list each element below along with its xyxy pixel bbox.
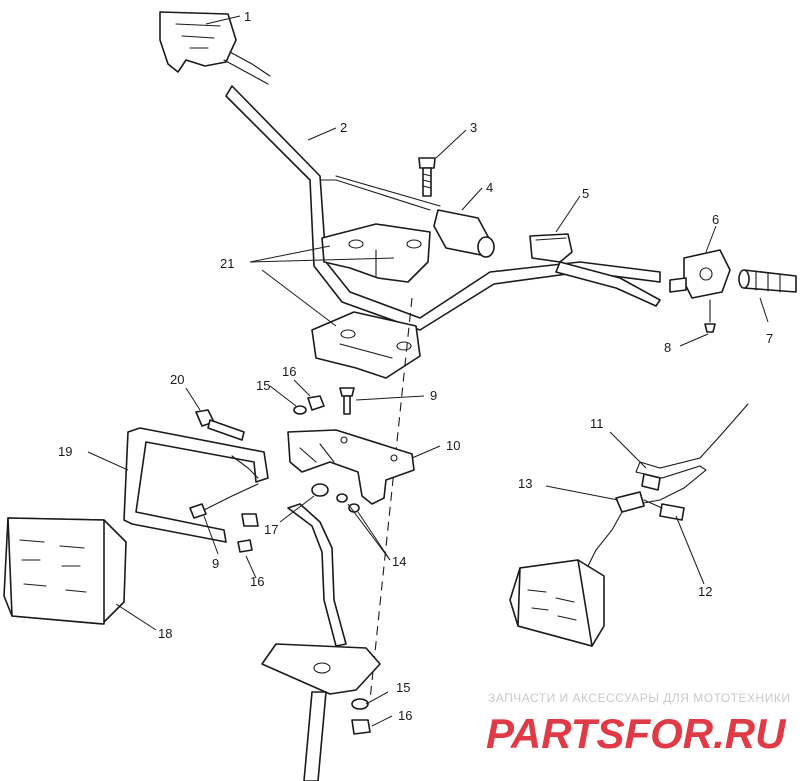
callout-15-upper: 15	[256, 378, 270, 393]
steering-post-part	[303, 691, 327, 781]
bolt-part-9-lower	[189, 483, 259, 519]
switch-housing-part	[669, 249, 731, 299]
nut-part-16-bottom	[351, 719, 371, 735]
watermark-logo: PARTSFOR.RU	[486, 710, 787, 757]
callout-16-bottom: 16	[398, 708, 412, 723]
bolt-part-9-upper	[339, 387, 355, 415]
callout-2: 2	[340, 120, 347, 135]
mounting-bracket-part	[287, 429, 415, 505]
washer-part-14	[336, 493, 360, 513]
headlight-right	[509, 559, 605, 647]
headlight-guard-part	[123, 427, 269, 543]
nut-part-16-lower	[237, 539, 253, 553]
callout-17: 17	[264, 522, 278, 537]
watermark: ЗАПЧАСТИ И АКСЕССУАРЫ ДЛЯ МОТОТЕХНИКИ PA…	[486, 691, 790, 757]
callout-11: 11	[590, 416, 604, 431]
callout-9-lower: 9	[212, 556, 219, 571]
callout-16-lower: 16	[250, 574, 264, 589]
bolt-part-3	[418, 157, 436, 197]
callout-8: 8	[664, 340, 671, 355]
callout-7: 7	[766, 331, 773, 346]
handlebar-pad-part	[433, 209, 495, 258]
callout-1: 1	[244, 9, 251, 24]
callout-12: 12	[698, 584, 712, 599]
callout-4: 4	[486, 180, 493, 195]
leader-lines	[87, 15, 769, 727]
callout-21: 21	[220, 256, 234, 271]
brake-lever-part	[529, 233, 661, 307]
callout-14: 14	[392, 554, 406, 569]
throttle-housing-part	[159, 11, 271, 85]
callout-labels: 1 2 3 4 5 6 7 8 21 20 15 16 9 10 19 9 16…	[58, 9, 773, 723]
mounting-plate-part	[261, 503, 381, 695]
callout-16-upper: 16	[282, 364, 296, 379]
screw-part-8	[704, 299, 716, 333]
watermark-tagline: ЗАПЧАСТИ И АКСЕССУАРЫ ДЛЯ МОТОТЕХНИКИ	[488, 691, 790, 705]
callout-15-lower: 15	[396, 680, 410, 695]
nut-part-16-upper	[307, 395, 325, 411]
handlebar-clamp-upper-part	[321, 223, 431, 283]
handlebar-clamp-lower-part	[311, 311, 421, 379]
handlebar-part	[225, 85, 661, 331]
washer-part-15-upper	[293, 405, 307, 415]
callout-20: 20	[170, 372, 184, 387]
callout-10: 10	[446, 438, 460, 453]
bolt-part-20	[195, 409, 245, 441]
callout-3: 3	[470, 120, 477, 135]
plug-part-12	[643, 499, 685, 521]
headlight-part-18	[3, 517, 127, 625]
connector-part-13	[587, 491, 645, 567]
grip-part	[738, 269, 797, 293]
callout-19: 19	[58, 444, 72, 459]
wire-harness-part-11	[635, 403, 749, 505]
callout-5: 5	[582, 186, 589, 201]
callout-13: 13	[518, 476, 532, 491]
spacer-part-17	[311, 483, 329, 497]
callout-18: 18	[158, 626, 172, 641]
washer-part-15-lower	[351, 698, 369, 710]
callout-6: 6	[712, 212, 719, 227]
callout-9-upper: 9	[430, 388, 437, 403]
